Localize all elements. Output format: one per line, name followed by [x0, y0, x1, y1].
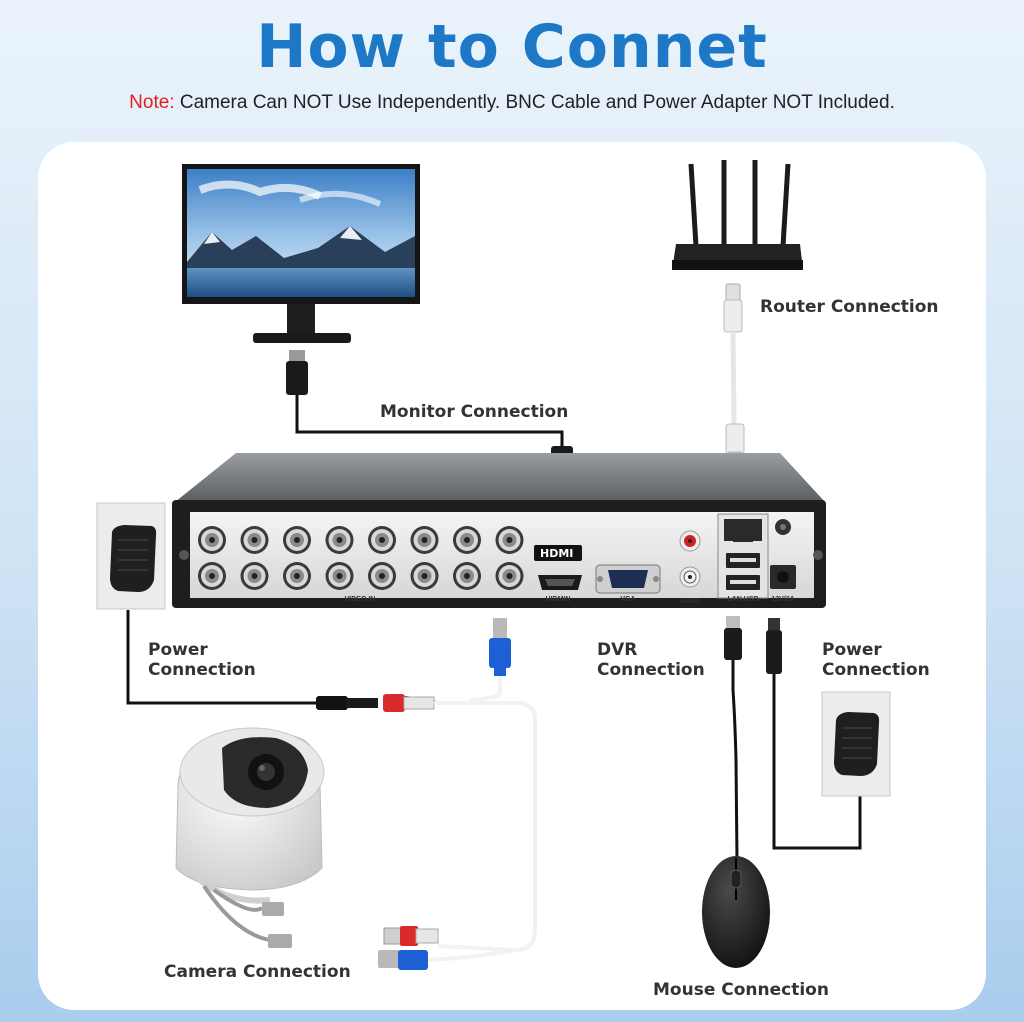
mouse-connection-label: Mouse Connection: [653, 980, 829, 1000]
hdmi-label: HIDMIN: [546, 596, 571, 603]
video-in-ports: [198, 526, 524, 590]
bnc-port: [453, 526, 481, 554]
power-right-line1: Power: [822, 640, 882, 660]
bnc-port: [453, 562, 481, 590]
lan-cable: [723, 283, 745, 477]
bnc-port: [368, 526, 396, 554]
power-left-line2: Connection: [148, 660, 256, 680]
bnc-port: [240, 562, 269, 590]
mouse: [702, 616, 770, 968]
lan-usb-label: LAN USB: [727, 596, 758, 603]
bnc-port: [198, 562, 226, 590]
vga-port: [595, 564, 661, 594]
right-power-adapter: [766, 618, 891, 850]
bnc-port: [198, 526, 226, 554]
router: [672, 160, 803, 270]
bnc-port: [410, 562, 439, 590]
dvr-line1: DVR: [597, 640, 638, 660]
note-label: Note:: [129, 92, 175, 113]
left-power-adapter: [96, 502, 378, 710]
dc-power-label: 12V/2A: [771, 596, 794, 603]
router-connection-label: Router Connection: [760, 297, 939, 317]
vga-label: VGA: [620, 596, 635, 603]
bnc-port: [325, 526, 354, 554]
camera-connection-label: Camera Connection: [164, 962, 351, 982]
audio-label: AUDIO: [679, 598, 702, 605]
monitor: [182, 164, 420, 343]
power-connection-label-right: Power Connection: [822, 640, 930, 680]
bnc-port: [325, 562, 354, 590]
bnc-port: [283, 526, 311, 554]
audio-ports: [679, 530, 701, 588]
dvr-line2: Connection: [597, 660, 705, 680]
note-body: Camera Can NOT Use Independently. BNC Ca…: [174, 92, 895, 113]
bnc-port: [495, 562, 524, 590]
bnc-cable-bottom: [378, 926, 516, 970]
dvr-connection-label: DVR Connection: [597, 640, 705, 680]
page-title: How to Connet: [256, 12, 768, 82]
monitor-connection-label: Monitor Connection: [380, 402, 569, 422]
bnc-port: [410, 526, 439, 554]
dome-camera: [175, 727, 325, 948]
power-right-line2: Connection: [822, 660, 930, 680]
bnc-port: [368, 562, 396, 590]
note-text: Note: Camera Can NOT Use Independently. …: [0, 92, 1024, 114]
power-left-line1: Power: [148, 640, 208, 660]
bnc-port: [240, 526, 269, 554]
hdmi-port: HDMI: [534, 545, 582, 590]
power-connection-label-left: Power Connection: [148, 640, 256, 680]
bnc-port: [283, 562, 311, 590]
lan-usb-ports: [717, 513, 796, 599]
bnc-port: [495, 526, 524, 554]
bnc-cable-top: [382, 618, 537, 953]
hdmi-logo: HDMI: [540, 547, 573, 560]
video-in-label: VIDEO IN: [345, 596, 376, 603]
